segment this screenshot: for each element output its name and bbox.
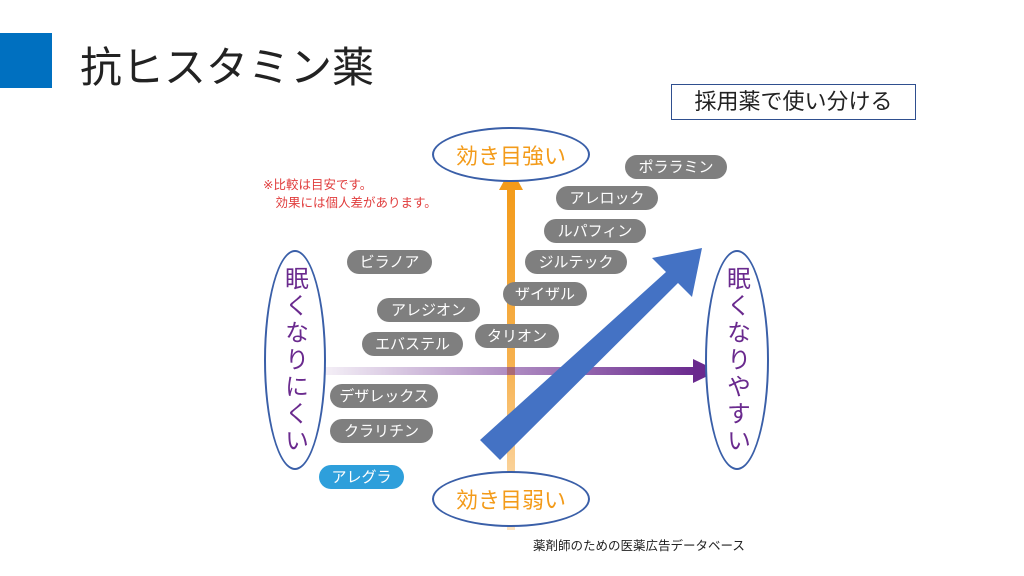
axis-label-bottom: 効き目弱い	[432, 471, 590, 527]
drug-pill: ルパフィン	[544, 219, 646, 243]
drug-pill: タリオン	[475, 324, 559, 348]
drug-pill: ザイザル	[503, 282, 587, 306]
source-credit: 薬剤師のための医薬広告データベース	[533, 538, 745, 553]
drug-pill: エバステル	[362, 332, 463, 356]
title-accent-square	[0, 33, 52, 88]
drug-pill: ポララミン	[625, 155, 727, 179]
drug-pill: ビラノア	[347, 250, 432, 274]
drug-pill: クラリチン	[330, 419, 433, 443]
drug-pill: アレジオン	[377, 298, 480, 322]
usage-label-box: 採用薬で使い分ける	[671, 84, 916, 120]
page-title: 抗ヒスタミン薬	[80, 43, 375, 92]
disclaimer-note: ※比較は目安です。 効果には個人差があります。	[263, 177, 437, 210]
drug-pill: アレロック	[556, 186, 658, 210]
drug-pill-highlighted: アレグラ	[319, 465, 404, 489]
trend-arrow	[480, 248, 702, 460]
axis-label-right: 眠くなりやすい	[705, 250, 769, 470]
axis-label-top: 効き目強い	[432, 127, 590, 182]
sleepiness-axis-arrow	[295, 359, 718, 383]
drug-pill: デザレックス	[330, 384, 438, 408]
drug-pill: ジルテック	[525, 250, 627, 274]
axis-label-left: 眠くなりにくい	[264, 250, 326, 470]
